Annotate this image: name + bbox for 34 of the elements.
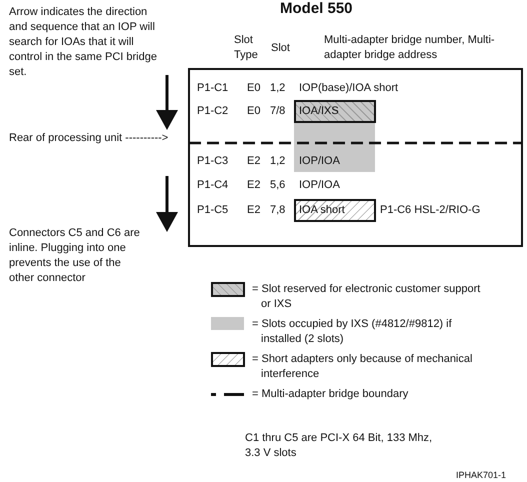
- adapter-label: P1-C6 HSL-2/RIO-G: [380, 203, 480, 218]
- slot-label: P1-C3: [197, 154, 228, 169]
- column-header: Multi-adapter bridge number, Multi-adapter bridge address: [324, 33, 496, 63]
- slot-label: P1-C4: [197, 178, 228, 193]
- reserved-slot-cell: IOA/IXS: [294, 100, 376, 123]
- legend-text: = Short adapters only because of mechanical interference: [252, 352, 474, 382]
- footnote-text: C1 thru C5 are PCI-X 64 Bit, 133 Mhz, 3.3 V slots: [245, 431, 434, 461]
- adapter-label: IOP/IOA: [299, 154, 340, 169]
- adapter-label: IOP(base)/IOA short: [299, 81, 398, 96]
- short-adapter-cell: IOA short: [294, 199, 376, 222]
- note-text: Rear of processing unit ---------->: [9, 131, 170, 146]
- legend-text: = Slots occupied by IXS (#4812/#9812) if installed (2 slots): [252, 317, 453, 347]
- slot-type-label: E0: [247, 81, 260, 96]
- diagram-title: Model 550: [280, 0, 353, 18]
- slot-type-label: E2: [247, 203, 260, 218]
- legend-text: = Multi-adapter bridge boundary: [252, 387, 410, 402]
- slot-label: P1-C5: [197, 203, 228, 218]
- slot-number-label: 1,2: [270, 154, 286, 169]
- note-text: Arrow indicates the direction and sequence that an IOP will search for IOAs that it will control in the same PCI bridge set.: [9, 5, 158, 80]
- slot-type-label: E2: [247, 178, 260, 193]
- figure-id: IPHAK701-1: [456, 469, 508, 482]
- slot-number-label: 7/8: [270, 104, 286, 119]
- slot-number-label: 5,6: [270, 178, 286, 193]
- slot-type-label: E2: [247, 154, 260, 169]
- legend-text: = Slot reserved for electronic customer support or IXS: [252, 282, 482, 312]
- slot-number-label: 1,2: [270, 81, 286, 96]
- note-text: Connectors C5 and C6 are inline. Plugging into one prevents the use of the other connector: [9, 226, 141, 286]
- adapter-label: IOP/IOA: [299, 178, 340, 193]
- slot-label: P1-C2: [197, 104, 228, 119]
- slot-label: P1-C1: [197, 81, 228, 96]
- column-header: Slot: [271, 41, 291, 56]
- slot-type-label: E0: [247, 104, 260, 119]
- slot-number-label: 7,8: [270, 203, 286, 218]
- column-header: Slot Type: [234, 33, 259, 63]
